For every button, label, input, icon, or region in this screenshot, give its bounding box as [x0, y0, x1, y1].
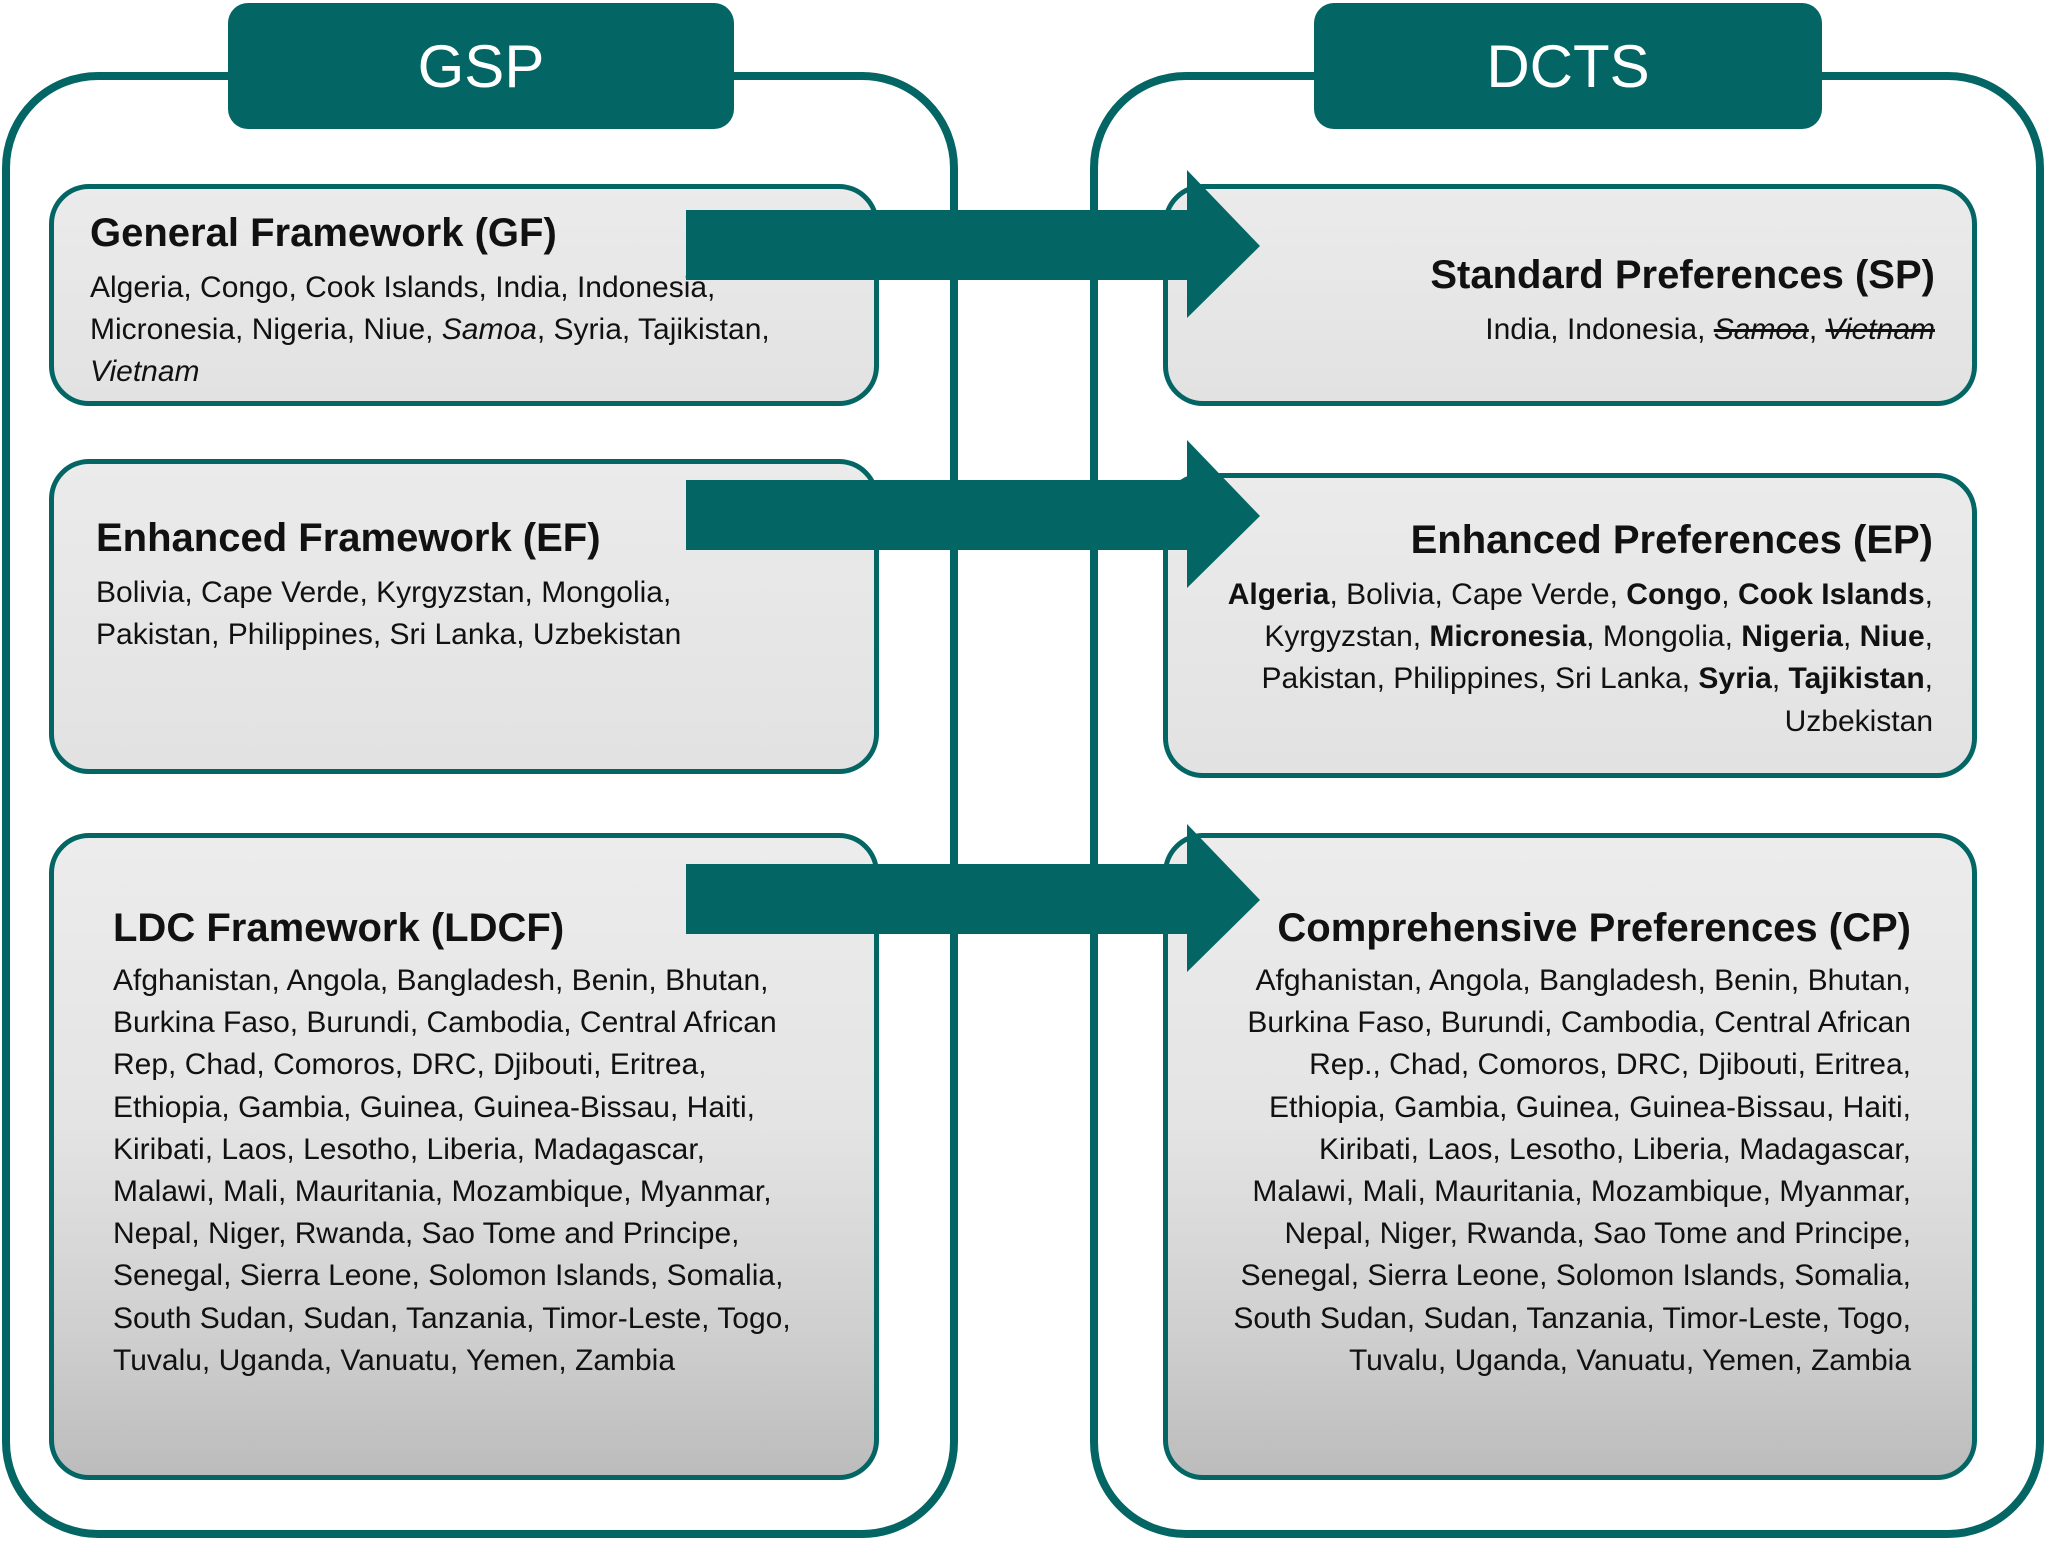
- dcts-header: DCTS: [1314, 3, 1822, 129]
- country-italic: Samoa: [441, 313, 537, 347]
- country-italic: Vietnam: [90, 355, 200, 389]
- ef-countries: Bolivia, Cape Verde, Kyrgyzstan, Mongoli…: [96, 572, 746, 656]
- country-removed: Samoa: [1713, 313, 1809, 346]
- country-removed: Vietnam: [1825, 313, 1935, 346]
- country-list-text: , Bolivia, Cape Verde,: [1329, 578, 1627, 611]
- ef-title: Enhanced Framework (EF): [96, 516, 601, 560]
- country-list-text: ,: [1808, 313, 1826, 346]
- arrow-gf-to-sp-icon: [686, 170, 1260, 318]
- country-list-text: Algeria, Congo, Cook Islands, India, Ind…: [90, 271, 716, 347]
- gf-title: General Framework (GF): [90, 211, 557, 255]
- ep-countries: Algeria, Bolivia, Cape Verde, Congo, Coo…: [1213, 574, 1933, 743]
- ldcf-box: LDC Framework (LDCF) Afghanistan, Angola…: [49, 833, 879, 1480]
- ep-title: Enhanced Preferences (EP): [1410, 518, 1933, 562]
- country-list-text: ,: [1721, 578, 1738, 611]
- arrow-ldcf-to-cp-icon: [686, 824, 1260, 972]
- sp-countries: India, Indonesia, Samoa, Vietnam: [1235, 309, 1935, 351]
- sp-box: Standard Preferences (SP) India, Indones…: [1163, 184, 1977, 406]
- cp-countries: Afghanistan, Angola, Bangladesh, Benin, …: [1211, 960, 1911, 1382]
- country-list-text: Afghanistan, Angola, Bangladesh, Benin, …: [1233, 964, 1911, 1377]
- country-list-text: , Kyrgyzstan,: [1264, 578, 1933, 654]
- country-highlight: Micronesia: [1429, 620, 1587, 654]
- country-highlight: Congo: [1626, 578, 1722, 611]
- arrow-ef-to-ep-icon: [686, 440, 1260, 588]
- gf-countries: Algeria, Congo, Cook Islands, India, Ind…: [90, 267, 790, 394]
- country-highlight: Algeria: [1227, 578, 1330, 611]
- country-list-text: , Mongolia,: [1586, 620, 1742, 654]
- gf-box: General Framework (GF) Algeria, Congo, C…: [49, 184, 879, 406]
- gsp-header: GSP: [228, 3, 734, 129]
- ep-box: Enhanced Preferences (EP) Algeria, Boliv…: [1163, 473, 1977, 778]
- country-highlight: Cook Islands: [1737, 578, 1925, 611]
- country-list-text: India, Indonesia,: [1485, 313, 1714, 346]
- country-list-text: , Syria, Tajikistan,: [536, 313, 770, 347]
- country-list-text: Afghanistan, Angola, Bangladesh, Benin, …: [113, 964, 791, 1377]
- cp-box: Comprehensive Preferences (CP) Afghanist…: [1163, 833, 1977, 1480]
- country-list-text: , Pakistan, Philippines, Sri Lanka,: [1261, 620, 1933, 696]
- country-highlight: Syria: [1698, 662, 1772, 696]
- cp-title: Comprehensive Preferences (CP): [1277, 906, 1911, 950]
- country-list-text: Bolivia, Cape Verde, Kyrgyzstan, Mongoli…: [96, 576, 682, 652]
- country-highlight: Niue: [1859, 620, 1925, 654]
- sp-title: Standard Preferences (SP): [1430, 253, 1935, 297]
- ldcf-countries: Afghanistan, Angola, Bangladesh, Benin, …: [113, 960, 813, 1382]
- country-list-text: ,: [1842, 620, 1860, 654]
- country-highlight: Nigeria: [1741, 620, 1843, 654]
- country-highlight: Tajikistan: [1788, 662, 1925, 696]
- country-list-text: ,: [1771, 662, 1789, 696]
- ldcf-title: LDC Framework (LDCF): [113, 906, 565, 950]
- country-list-text: , Uzbekistan: [1784, 662, 1933, 738]
